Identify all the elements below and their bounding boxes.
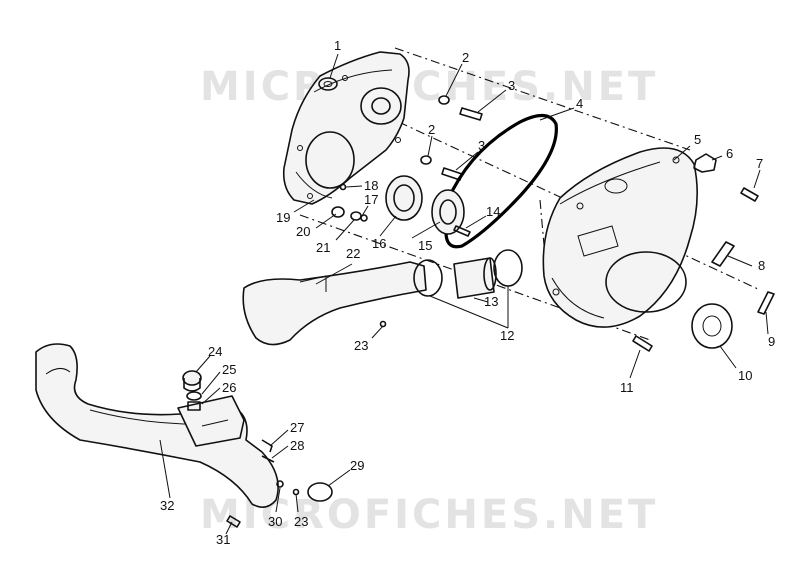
callout-9: 9 bbox=[768, 334, 775, 349]
watermark-top: MICROFICHES.NET bbox=[200, 64, 658, 110]
callout-15: 15 bbox=[418, 238, 432, 253]
callout-7: 7 bbox=[756, 156, 763, 171]
callout-24: 24 bbox=[208, 344, 222, 359]
pin-23-upper bbox=[379, 320, 387, 328]
callout-14: 14 bbox=[486, 204, 500, 219]
callout-32: 32 bbox=[160, 498, 174, 513]
callout-8: 8 bbox=[758, 258, 765, 273]
callout-23-upper: 23 bbox=[354, 338, 368, 353]
callout-23-lower: 23 bbox=[294, 514, 308, 529]
seal-15 bbox=[431, 189, 465, 235]
clip-27 bbox=[261, 439, 273, 453]
callout-22: 22 bbox=[346, 246, 360, 261]
callout-19: 19 bbox=[276, 210, 290, 225]
callout-29: 29 bbox=[350, 458, 364, 473]
callout-28: 28 bbox=[290, 438, 304, 453]
lower-intake-duct-32 bbox=[35, 343, 279, 508]
outer-clutch-cover bbox=[542, 147, 698, 328]
callout-25: 25 bbox=[222, 362, 236, 377]
callout-labels: 1 2 3 4 2 3 5 6 7 8 9 10 11 12 13 14 15 … bbox=[160, 38, 775, 547]
callout-18: 18 bbox=[364, 178, 378, 193]
callout-3-lower: 3 bbox=[478, 138, 485, 153]
callout-10: 10 bbox=[738, 368, 752, 383]
label-9 bbox=[757, 291, 775, 315]
bolt-14 bbox=[453, 225, 471, 237]
bolt-7 bbox=[740, 187, 759, 202]
intake-duct-22 bbox=[242, 261, 427, 346]
callout-3-upper: 3 bbox=[508, 78, 515, 93]
seal-16 bbox=[385, 175, 423, 221]
callout-31: 31 bbox=[216, 532, 230, 547]
inner-cover-plate bbox=[282, 51, 410, 205]
drive-belt bbox=[444, 113, 558, 249]
cap-24 bbox=[182, 370, 202, 392]
gasket-10 bbox=[691, 303, 733, 349]
washers-20-21 bbox=[331, 206, 368, 222]
screw-31 bbox=[226, 515, 241, 528]
callout-12: 12 bbox=[500, 328, 514, 343]
callout-5: 5 bbox=[694, 132, 701, 147]
callout-21: 21 bbox=[316, 240, 330, 255]
callout-2-lower: 2 bbox=[428, 122, 435, 137]
washer-2-upper bbox=[438, 95, 450, 105]
callout-16: 16 bbox=[372, 236, 386, 251]
clip-28 bbox=[261, 455, 275, 463]
callout-13: 13 bbox=[484, 294, 498, 309]
callout-11: 11 bbox=[620, 380, 634, 395]
bolt-3-upper bbox=[459, 107, 483, 121]
callout-30: 30 bbox=[268, 514, 282, 529]
callout-2-upper: 2 bbox=[462, 50, 469, 65]
callout-26: 26 bbox=[222, 380, 236, 395]
leader-lines bbox=[159, 53, 769, 535]
hose-13 bbox=[453, 257, 497, 299]
pin-18 bbox=[339, 183, 347, 191]
gasket-1 bbox=[318, 77, 338, 91]
callout-27: 27 bbox=[290, 420, 304, 435]
callout-1: 1 bbox=[334, 38, 341, 53]
fitting-26 bbox=[187, 401, 201, 411]
callout-20: 20 bbox=[296, 224, 310, 239]
label-8 bbox=[711, 241, 735, 267]
gasket-25 bbox=[186, 391, 202, 401]
washer-30 bbox=[276, 480, 284, 488]
plug-6 bbox=[693, 153, 717, 173]
ring-29 bbox=[307, 482, 333, 502]
callout-4: 4 bbox=[576, 96, 583, 111]
bolt-11 bbox=[632, 335, 653, 352]
clamp-12-right bbox=[493, 249, 523, 287]
callout-6: 6 bbox=[726, 146, 733, 161]
callout-17: 17 bbox=[364, 192, 378, 207]
clamp-12-left bbox=[413, 259, 443, 297]
washer-2-lower bbox=[420, 155, 432, 165]
